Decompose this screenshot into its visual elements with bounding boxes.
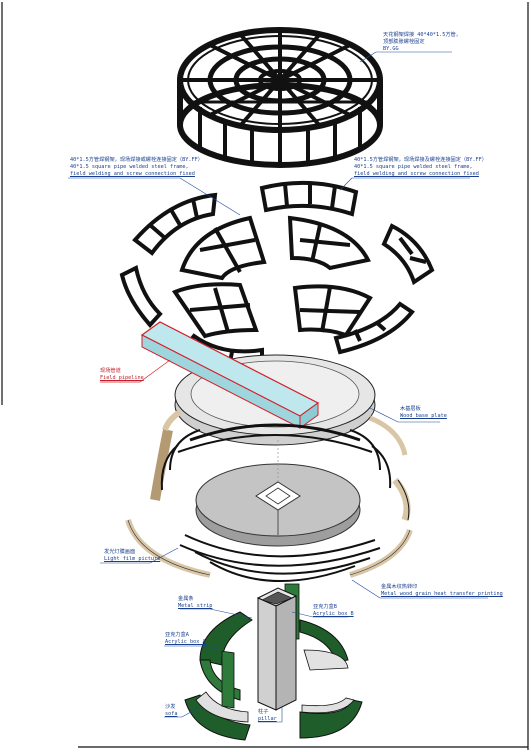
label-wood-base-en: Wood base plate xyxy=(400,413,447,419)
label-acrylic-b: 亚克力盒B Acrylic box B xyxy=(313,604,354,618)
label-field-pipeline: 现场管道 Field pipeline xyxy=(100,368,144,382)
label-top-frame-zh2: 顶部膨胀螺栓固定 xyxy=(383,39,425,45)
label-acrylic-a-zh: 亚克力盒A xyxy=(165,632,189,638)
acrylic-light-bar xyxy=(140,321,320,429)
label-acrylic-a-en: Acrylic box A xyxy=(165,639,206,645)
label-metal-strip-zh: 金属条 xyxy=(178,596,194,602)
light-film-rings xyxy=(150,409,411,522)
label-top-frame: 天花钢架焊接 40*40*1.5方管， 顶部膨胀螺栓固定 BY.GG xyxy=(383,32,461,53)
middle-steel-frame xyxy=(119,180,435,366)
label-wood-base: 木基层板 Wood base plate xyxy=(400,406,447,420)
label-wood-base-zh: 木基层板 xyxy=(400,406,421,412)
label-top-frame-code: BY.GG xyxy=(383,46,399,52)
label-frame-right-zh: 40*1.5方管焊钢架，现场焊接及螺栓连接固定（BY.FF） xyxy=(354,157,487,163)
label-frame-left: 40*1.5方管焊钢架，现场焊接或螺栓连接固定（BY.FF） 40*1.5 sq… xyxy=(70,157,203,178)
label-sofa: 沙发 sofa xyxy=(165,704,178,718)
label-acrylic-a: 亚克力盒A Acrylic box A xyxy=(165,632,206,646)
label-top-frame-zh: 天花钢架焊接 40*40*1.5方管， xyxy=(383,32,461,38)
label-metal-wood-grain: 金属木纹热转印 Metal wood grain heat transfer p… xyxy=(381,584,503,598)
label-light-film-en: Light film picture xyxy=(104,556,161,562)
base-slab xyxy=(195,440,361,547)
label-frame-left-zh: 40*1.5方管焊钢架，现场焊接或螺栓连接固定（BY.FF） xyxy=(70,157,203,163)
label-frame-left-en: 40*1.5 square pipe welded steel frame, xyxy=(70,164,189,170)
label-frame-left-en2: field welding and screw connection fixed xyxy=(70,171,195,177)
label-light-film-zh: 发光灯膜画面 xyxy=(104,549,136,555)
label-sofa-en: sofa xyxy=(165,711,178,717)
label-field-pipeline-zh: 现场管道 xyxy=(100,368,121,374)
leader-lines xyxy=(68,51,488,723)
label-metal-wood-grain-zh: 金属木纹热转印 xyxy=(381,584,418,590)
pillar xyxy=(256,587,298,711)
label-pillar-en: pillar xyxy=(258,716,277,722)
label-field-pipeline-en: Field pipeline xyxy=(100,375,144,381)
label-light-film: 发光灯膜画面 Light film picture xyxy=(104,549,160,563)
label-acrylic-b-zh: 亚克力盒B xyxy=(313,604,337,610)
label-frame-right: 40*1.5方管焊钢架，现场焊接及螺栓连接固定（BY.FF） 40*1.5 sq… xyxy=(354,157,487,178)
pipeline-leader xyxy=(100,359,171,383)
label-pillar: 柱子 pillar xyxy=(258,709,277,723)
label-metal-strip-en: Metal strip xyxy=(178,603,213,609)
label-sofa-zh: 沙发 xyxy=(165,704,176,710)
label-metal-wood-grain-en: Metal wood grain heat transfer printing xyxy=(381,591,503,597)
label-acrylic-b-en: Acrylic box B xyxy=(313,611,354,617)
label-frame-right-en: 40*1.5 square pipe welded steel frame, xyxy=(354,164,473,170)
lower-rings xyxy=(125,519,413,583)
label-frame-right-en2: field welding and screw connection fixed xyxy=(354,171,479,177)
label-pillar-zh: 柱子 xyxy=(258,709,269,715)
label-metal-strip: 金属条 Metal strip xyxy=(178,596,212,610)
ceiling-steel-frame xyxy=(177,27,383,168)
